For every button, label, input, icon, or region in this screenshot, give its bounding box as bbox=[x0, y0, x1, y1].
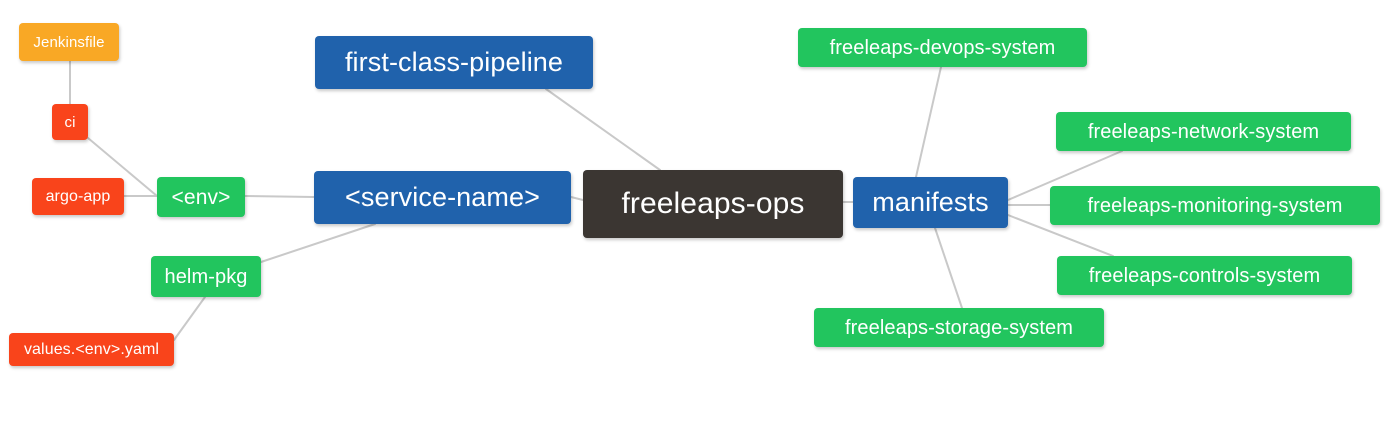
edge-env-to-service-name bbox=[244, 195, 315, 198]
node-network-system[interactable]: freeleaps-network-system bbox=[1056, 112, 1351, 151]
edge-helm-pkg-to-service-name bbox=[260, 223, 376, 263]
node-controls-system[interactable]: freeleaps-controls-system bbox=[1057, 256, 1352, 295]
node-ci[interactable]: ci bbox=[52, 104, 88, 140]
node-manifests[interactable]: manifests bbox=[853, 177, 1008, 228]
edge-first-class-pipeline-to-freeleaps-ops bbox=[545, 88, 661, 171]
node-values-yaml[interactable]: values.<env>.yaml bbox=[9, 333, 174, 366]
node-argo-app[interactable]: argo-app bbox=[32, 178, 124, 215]
edge-service-name-to-freeleaps-ops bbox=[570, 196, 584, 201]
edge-values-yaml-to-helm-pkg bbox=[173, 296, 206, 341]
node-first-class-pipeline[interactable]: first-class-pipeline bbox=[315, 36, 593, 89]
node-jenkinsfile[interactable]: Jenkinsfile bbox=[19, 23, 119, 61]
node-storage-system[interactable]: freeleaps-storage-system bbox=[814, 308, 1104, 347]
node-env[interactable]: <env> bbox=[157, 177, 245, 217]
edge-manifests-to-storage-system bbox=[934, 227, 963, 309]
node-helm-pkg[interactable]: helm-pkg bbox=[151, 256, 261, 297]
edge-manifests-to-devops-system bbox=[915, 66, 942, 178]
node-service-name[interactable]: <service-name> bbox=[314, 171, 571, 224]
node-monitoring-system[interactable]: freeleaps-monitoring-system bbox=[1050, 186, 1380, 225]
node-freeleaps-ops[interactable]: freeleaps-ops bbox=[583, 170, 843, 238]
node-devops-system[interactable]: freeleaps-devops-system bbox=[798, 28, 1087, 67]
